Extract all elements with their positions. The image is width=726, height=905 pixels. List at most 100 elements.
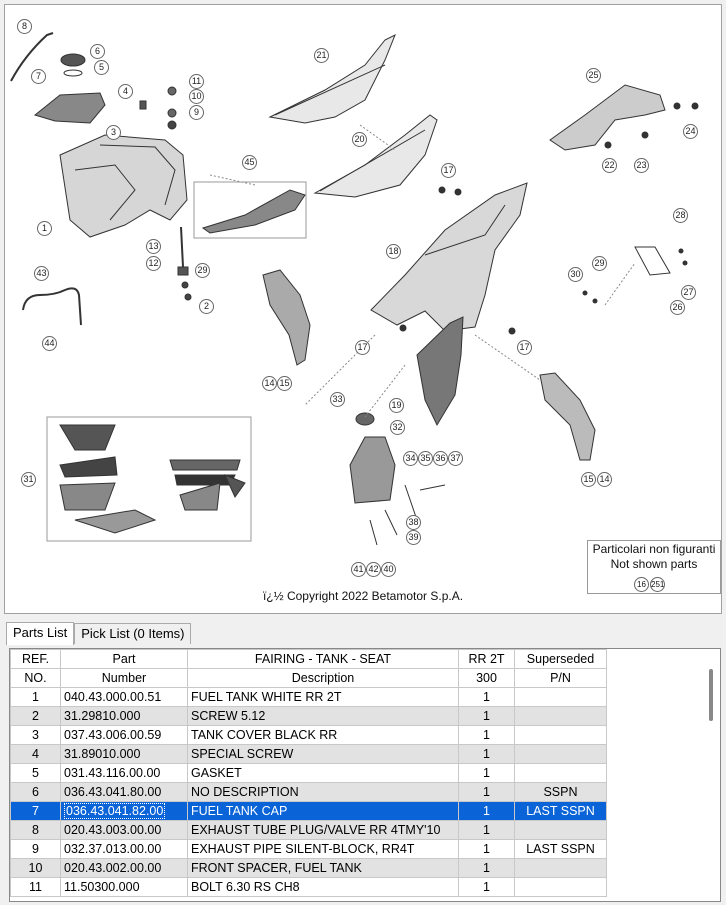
superseded-cell[interactable]: LAST SSPN xyxy=(514,801,607,821)
column-header[interactable]: Part xyxy=(60,649,188,669)
part-number-cell[interactable]: 020.43.002.00.00 xyxy=(60,858,188,878)
callout[interactable]: 17 xyxy=(517,340,532,355)
superseded-cell[interactable]: SSPN xyxy=(514,782,607,802)
callout[interactable]: 30 xyxy=(568,267,583,282)
quantity-cell[interactable]: 1 xyxy=(458,687,515,707)
description-cell[interactable]: TANK COVER BLACK RR xyxy=(187,725,459,745)
part-number-cell[interactable]: 036.43.041.82.00 xyxy=(60,801,188,821)
column-header[interactable]: Number xyxy=(60,668,188,688)
description-cell[interactable]: SCREW 5.12 xyxy=(187,706,459,726)
superseded-cell[interactable]: LAST SSPN xyxy=(514,839,607,859)
part-number-cell[interactable]: 036.43.041.80.00 xyxy=(60,782,188,802)
column-header[interactable]: Superseded xyxy=(514,649,607,669)
ref-cell[interactable]: 8 xyxy=(10,820,61,840)
callout[interactable]: 5 xyxy=(94,60,109,75)
quantity-cell[interactable]: 1 xyxy=(458,858,515,878)
superseded-cell[interactable] xyxy=(514,858,607,878)
part-number-cell[interactable]: 032.37.013.00.00 xyxy=(60,839,188,859)
callout[interactable]: 17 xyxy=(441,163,456,178)
callout[interactable]: 22 xyxy=(602,158,617,173)
quantity-cell[interactable]: 1 xyxy=(458,744,515,764)
callout[interactable]: 39 xyxy=(406,530,421,545)
quantity-cell[interactable]: 1 xyxy=(458,877,515,897)
description-cell[interactable]: FUEL TANK WHITE RR 2T xyxy=(187,687,459,707)
superseded-cell[interactable] xyxy=(514,687,607,707)
callout[interactable]: 11 xyxy=(189,74,204,89)
callout[interactable]: 20 xyxy=(352,132,367,147)
quantity-cell[interactable]: 1 xyxy=(458,801,515,821)
quantity-cell[interactable]: 1 xyxy=(458,763,515,783)
callout[interactable]: 14 xyxy=(262,376,277,391)
callout[interactable]: 45 xyxy=(242,155,257,170)
part-number-cell[interactable]: 037.43.006.00.59 xyxy=(60,725,188,745)
column-header[interactable]: P/N xyxy=(514,668,607,688)
callout[interactable]: 38 xyxy=(406,515,421,530)
callout[interactable]: 2 xyxy=(199,299,214,314)
callout[interactable]: 37 xyxy=(448,451,463,466)
quantity-cell[interactable]: 1 xyxy=(458,839,515,859)
callout[interactable]: 24 xyxy=(683,124,698,139)
callout[interactable]: 27 xyxy=(681,285,696,300)
callout[interactable]: 43 xyxy=(34,266,49,281)
callout[interactable]: 32 xyxy=(390,420,405,435)
note-ref-callout[interactable]: 251 xyxy=(650,577,665,592)
part-number-cell[interactable]: 020.43.003.00.00 xyxy=(60,820,188,840)
part-number-cell[interactable]: 11.50300.000 xyxy=(60,877,188,897)
description-cell[interactable]: NO DESCRIPTION xyxy=(187,782,459,802)
description-cell[interactable]: GASKET xyxy=(187,763,459,783)
note-ref-callout[interactable]: 16 xyxy=(634,577,649,592)
ref-cell[interactable]: 4 xyxy=(10,744,61,764)
callout[interactable]: 13 xyxy=(146,239,161,254)
callout[interactable]: 18 xyxy=(386,244,401,259)
ref-cell[interactable]: 7 xyxy=(10,801,61,821)
part-number-cell[interactable]: 31.29810.000 xyxy=(60,706,188,726)
callout[interactable]: 28 xyxy=(673,208,688,223)
callout[interactable]: 12 xyxy=(146,256,161,271)
callout[interactable]: 42 xyxy=(366,562,381,577)
description-cell[interactable]: EXHAUST TUBE PLUG/VALVE RR 4TMY'10 xyxy=(187,820,459,840)
ref-cell[interactable]: 10 xyxy=(10,858,61,878)
description-cell[interactable]: FRONT SPACER, FUEL TANK xyxy=(187,858,459,878)
ref-cell[interactable]: 6 xyxy=(10,782,61,802)
superseded-cell[interactable] xyxy=(514,725,607,745)
quantity-cell[interactable]: 1 xyxy=(458,706,515,726)
callout[interactable]: 36 xyxy=(433,451,448,466)
column-header[interactable]: FAIRING - TANK - SEAT xyxy=(187,649,459,669)
column-header[interactable]: Description xyxy=(187,668,459,688)
part-number-cell[interactable]: 031.43.116.00.00 xyxy=(60,763,188,783)
callout[interactable]: 7 xyxy=(31,69,46,84)
callout[interactable]: 1 xyxy=(37,221,52,236)
callout[interactable]: 9 xyxy=(189,105,204,120)
superseded-cell[interactable] xyxy=(514,820,607,840)
ref-cell[interactable]: 5 xyxy=(10,763,61,783)
description-cell[interactable]: BOLT 6.30 RS CH8 xyxy=(187,877,459,897)
superseded-cell[interactable] xyxy=(514,763,607,783)
tab-parts-list[interactable]: Parts List xyxy=(6,622,75,645)
column-header[interactable]: 300 xyxy=(458,668,515,688)
callout[interactable]: 19 xyxy=(389,398,404,413)
quantity-cell[interactable]: 1 xyxy=(458,782,515,802)
callout[interactable]: 23 xyxy=(634,158,649,173)
quantity-cell[interactable]: 1 xyxy=(458,725,515,745)
column-header[interactable]: RR 2T xyxy=(458,649,515,669)
vertical-scrollbar[interactable] xyxy=(705,649,720,901)
callout[interactable]: 41 xyxy=(351,562,366,577)
ref-cell[interactable]: 1 xyxy=(10,687,61,707)
ref-cell[interactable]: 11 xyxy=(10,877,61,897)
callout[interactable]: 33 xyxy=(330,392,345,407)
callout[interactable]: 21 xyxy=(314,48,329,63)
callout[interactable]: 29 xyxy=(592,256,607,271)
superseded-cell[interactable] xyxy=(514,877,607,897)
callout[interactable]: 6 xyxy=(90,44,105,59)
callout[interactable]: 10 xyxy=(189,89,204,104)
